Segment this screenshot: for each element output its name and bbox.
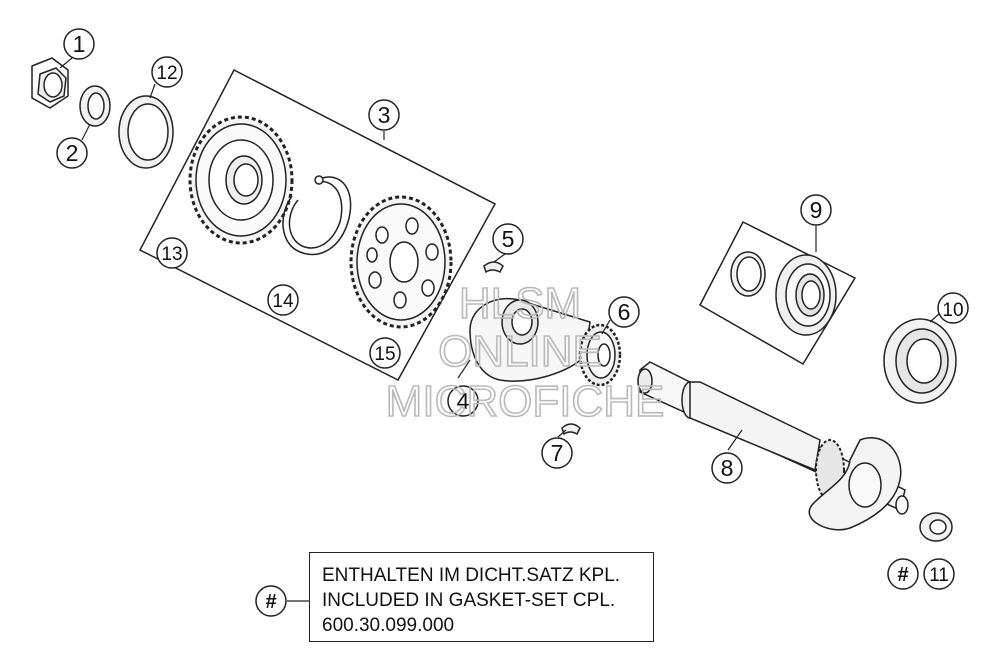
callout-7: 7 (541, 437, 573, 469)
svg-text:5: 5 (502, 226, 515, 252)
callout-2: 2 (56, 137, 88, 169)
callout-13: 13 (156, 237, 188, 269)
svg-text:13: 13 (161, 244, 182, 265)
svg-text:14: 14 (272, 291, 294, 312)
hash-marker-note: # (255, 585, 287, 617)
washer-part (79, 85, 111, 127)
balancer-weight-part (469, 297, 591, 382)
svg-text:ONLINE: ONLINE (438, 327, 602, 376)
ball-bearing-part (775, 254, 837, 336)
note-line-english: INCLUDED IN GASKET-SET CPL. (322, 590, 616, 611)
svg-text:9: 9 (810, 197, 823, 223)
callout-6: 6 (608, 296, 640, 328)
needle-bearing-part (883, 318, 957, 404)
woodruff-key-part (483, 261, 504, 274)
callout-15: 15 (369, 337, 401, 369)
gear-set-frame (138, 68, 497, 381)
svg-text:12: 12 (156, 63, 177, 84)
callout-1: 1 (63, 28, 95, 60)
svg-text:4: 4 (457, 388, 470, 414)
svg-text:2: 2 (66, 140, 79, 166)
seal-ring-part (730, 251, 766, 297)
svg-text:7: 7 (551, 440, 564, 466)
leader-lines (59, 57, 941, 602)
callout-5: 5 (492, 223, 524, 255)
shim-part (118, 95, 174, 169)
hex-nut-part (31, 57, 69, 109)
svg-text:#: # (265, 591, 276, 613)
callout-3: 3 (368, 99, 400, 131)
circlip-part (282, 175, 352, 256)
svg-text:MICROFICHE: MICROFICHE (386, 377, 665, 426)
gasket-set-note: ENTHALTEN IM DICHT.SATZ KPL. INCLUDED IN… (309, 552, 654, 642)
callout-12: 12 (151, 56, 183, 88)
callout-4: 4 (447, 385, 479, 417)
note-part-number: 600.30.099.000 (322, 615, 455, 636)
callout-14: 14 (267, 284, 299, 316)
svg-text:1: 1 (73, 31, 86, 57)
callout-8: 8 (711, 452, 743, 484)
svg-text:15: 15 (374, 344, 395, 365)
svg-text:8: 8 (721, 455, 734, 481)
callout-10: 10 (937, 292, 969, 324)
callout-11: 11 (923, 558, 955, 590)
hash-marker-part-11: # (887, 558, 919, 590)
svg-text:11: 11 (929, 565, 949, 586)
svg-text:3: 3 (378, 102, 391, 128)
balancer-shaft-part (637, 361, 909, 531)
small-gear-part (349, 195, 453, 329)
svg-text:10: 10 (942, 300, 963, 321)
callout-9: 9 (800, 194, 832, 226)
small-seal-part (919, 512, 953, 542)
svg-text:6: 6 (618, 299, 631, 325)
svg-text:HLSM: HLSM (459, 279, 581, 328)
watermark: HLSM ONLINE MICROFICHE (385, 278, 665, 427)
small-key-part (561, 423, 581, 436)
drive-gear-part (578, 323, 622, 387)
large-gear-part (188, 115, 294, 245)
svg-text:#: # (897, 564, 908, 586)
note-line-german: ENTHALTEN IM DICHT.SATZ KPL. (322, 565, 621, 586)
